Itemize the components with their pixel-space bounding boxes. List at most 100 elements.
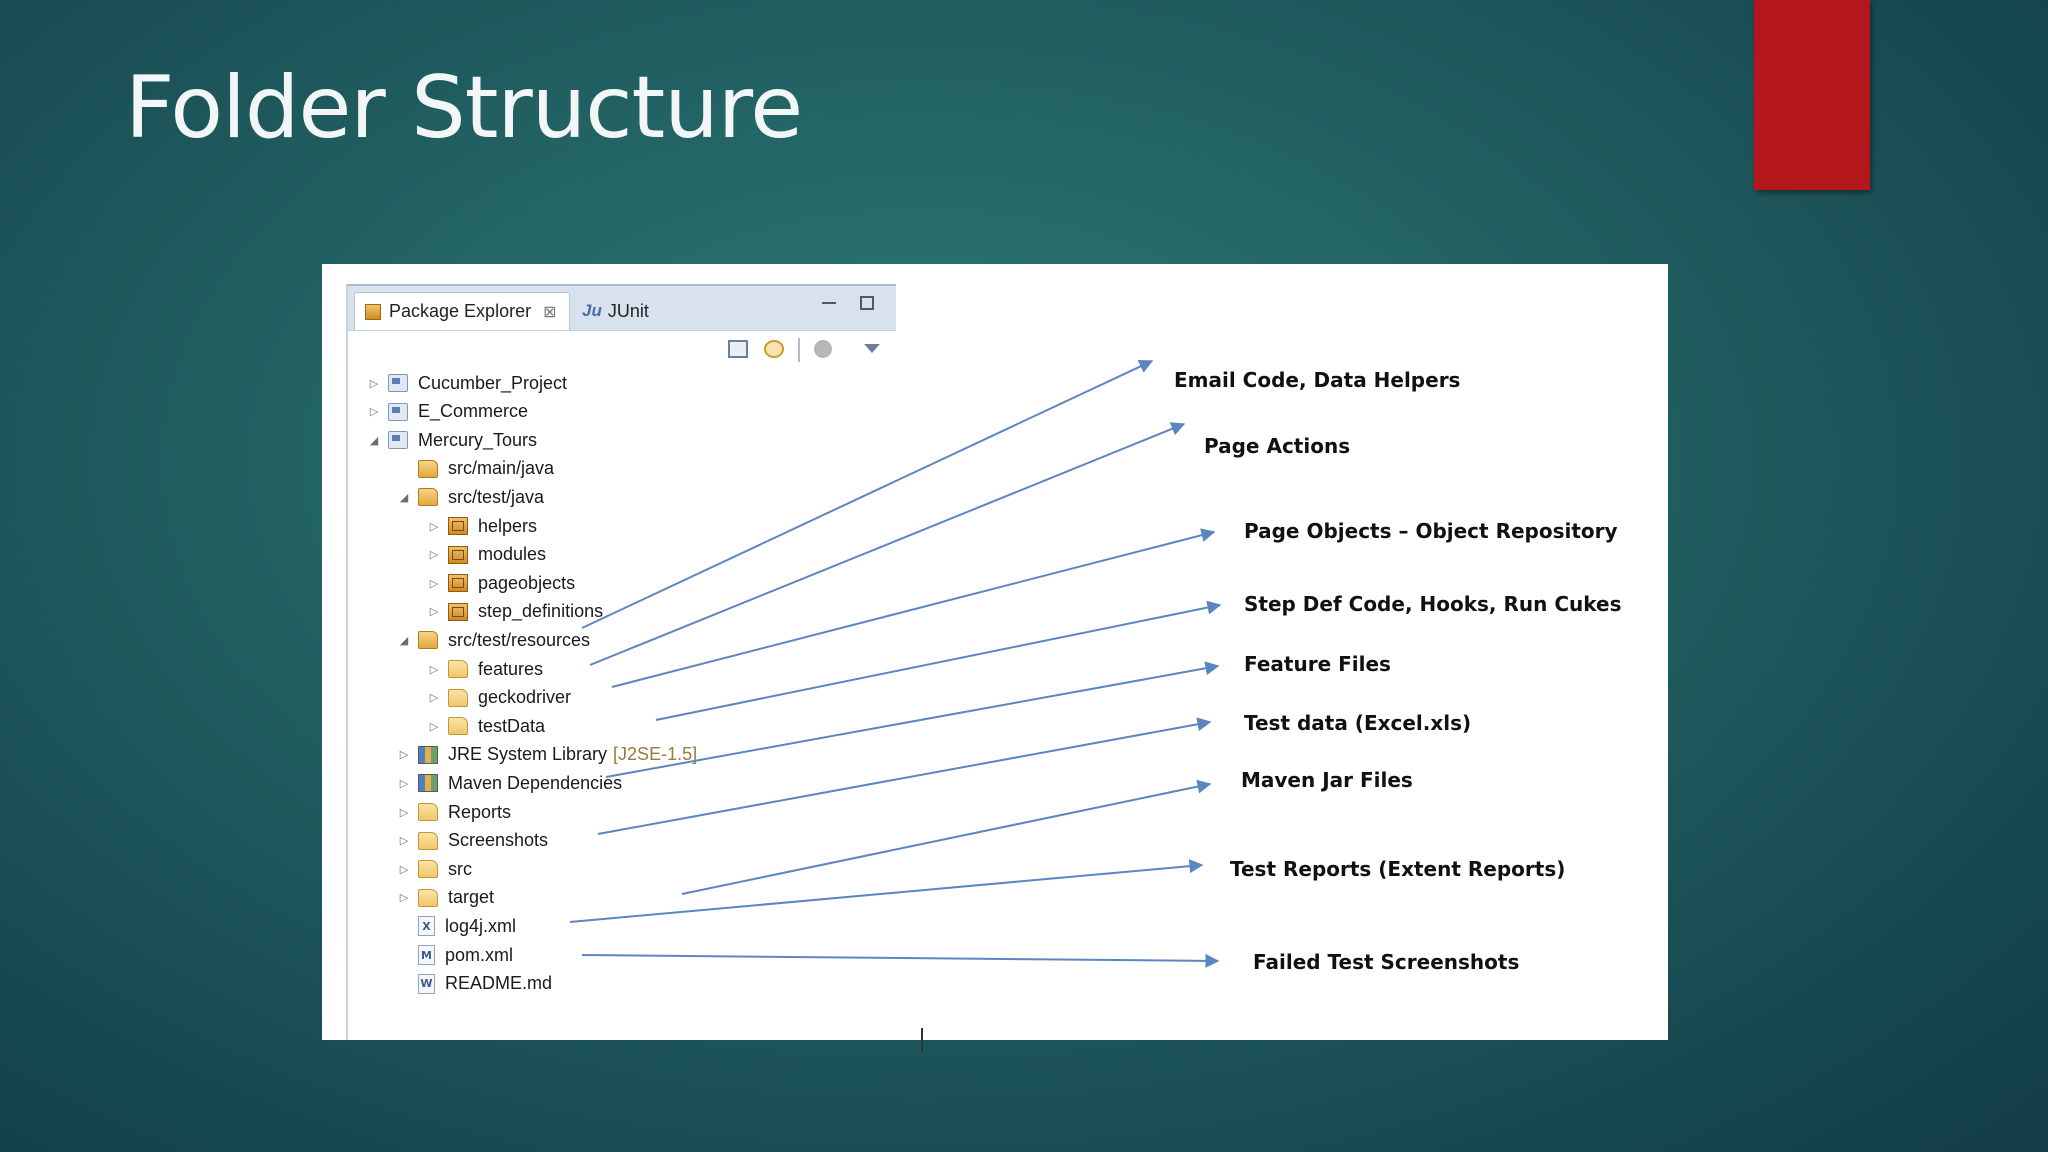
tree-item[interactable]: ▷Screenshots	[396, 827, 548, 855]
annotation-arrow	[569, 859, 1204, 923]
annotation-label: Feature Files	[1244, 652, 1391, 676]
source-folder-icon	[418, 631, 438, 650]
tree-item[interactable]: ▷ Reports	[396, 798, 511, 826]
tree-item-label: Cucumber_Project	[418, 372, 568, 393]
expand-arrow-icon[interactable]: ▷	[399, 806, 409, 819]
maven-file-icon: M	[418, 945, 435, 965]
annotation-label: Page Objects – Object Repository	[1244, 519, 1618, 543]
tree-item[interactable]: ◢src/test/java	[396, 483, 544, 511]
expand-arrow-icon[interactable]: ▷	[429, 577, 439, 590]
tree-item[interactable]: ▷ src	[396, 855, 472, 883]
tree-item[interactable]: ▷ JRE System Library[J2SE-1.5]	[396, 741, 697, 769]
tab-package-explorer[interactable]: Package Explorer ⊠	[354, 292, 570, 330]
library-icon	[418, 745, 438, 764]
source-folder-icon	[418, 488, 438, 507]
collapse-arrow-icon[interactable]: ◢	[399, 634, 409, 647]
tree-item[interactable]: ▷ target	[396, 884, 494, 912]
collapse-arrow-icon[interactable]: ◢	[399, 491, 409, 504]
annotation-label: Failed Test Screenshots	[1253, 950, 1520, 974]
package-icon	[448, 517, 468, 535]
expand-arrow-icon[interactable]: ▷	[369, 406, 379, 419]
folder-icon	[448, 688, 468, 707]
tree-item-label: testData	[478, 715, 546, 736]
close-icon[interactable]: ⊠	[543, 303, 557, 321]
tree-item[interactable]: ◢ Mercury_Tours	[366, 426, 537, 454]
folder-icon	[418, 803, 438, 821]
tree-item-label: README.md	[445, 973, 553, 994]
tree-item-label: pom.xml	[445, 944, 514, 965]
link-with-editor-icon[interactable]	[764, 340, 784, 358]
annotation-arrow	[605, 661, 1220, 778]
tree-item[interactable]: ▷ testData	[426, 712, 545, 740]
expand-arrow-icon[interactable]: ▷	[399, 835, 409, 848]
tree-item-label: src	[448, 858, 472, 879]
tree-item[interactable]: ▷ modules	[426, 541, 546, 569]
expand-arrow-icon[interactable]: ▷	[429, 720, 439, 733]
folder-icon	[418, 888, 438, 907]
annotation-label: Maven Jar Files	[1241, 768, 1413, 792]
expand-arrow-icon[interactable]: ▷	[429, 520, 439, 533]
tree-item[interactable]: ◢src/test/resources	[396, 626, 590, 654]
annotation-label: Test Reports (Extent Reports)	[1230, 857, 1566, 881]
junit-icon: Ju	[582, 301, 602, 320]
minimize-button[interactable]	[822, 296, 836, 304]
collapse-all-icon[interactable]	[728, 340, 748, 358]
tree-item-label: Mercury_Tours	[418, 429, 538, 450]
view-menu-icon[interactable]	[864, 344, 880, 353]
tree-item[interactable]: ▷helpers	[426, 512, 537, 540]
tree-item-label: E_Commerce	[418, 401, 529, 422]
maximize-button[interactable]	[860, 296, 874, 310]
tree-item-label: Reports	[448, 801, 512, 822]
project-icon	[388, 374, 408, 392]
annotation-arrow	[611, 528, 1216, 688]
tab-junit[interactable]: Ju JUnit	[582, 292, 672, 330]
tree-item-label: target	[448, 887, 495, 908]
expand-arrow-icon[interactable]: ▷	[399, 892, 409, 905]
folder-icon	[418, 831, 438, 850]
annotation-label: Test data (Excel.xls)	[1244, 711, 1472, 735]
tree-item[interactable]: src/main/java	[396, 455, 554, 483]
folder-icon	[448, 717, 468, 736]
tree-item-suffix: [J2SE-1.5]	[613, 744, 698, 765]
expand-arrow-icon[interactable]: ▷	[429, 549, 439, 562]
annotation-label: Step Def Code, Hooks, Run Cukes	[1244, 592, 1622, 616]
tree-item[interactable]: ▷ geckodriver	[426, 684, 571, 712]
tree-item[interactable]: ▷ pageobjects	[426, 569, 575, 597]
tree-item-label: log4j.xml	[445, 915, 517, 936]
package-icon	[448, 545, 468, 564]
slide-title: Folder Structure	[125, 58, 803, 158]
expand-arrow-icon[interactable]: ▷	[399, 863, 409, 876]
filter-icon[interactable]	[814, 340, 832, 358]
expand-arrow-icon[interactable]: ▷	[369, 377, 379, 390]
collapse-arrow-icon[interactable]: ◢	[369, 434, 379, 447]
tree-item-label: step_definitions	[478, 601, 604, 622]
expand-arrow-icon[interactable]: ▷	[429, 692, 439, 705]
tree-item-label: pageobjects	[478, 572, 576, 593]
screenshot-panel: Package Explorer ⊠ Ju JUnit ▷ Cucumber_Pr…	[322, 264, 1668, 1052]
project-icon	[388, 431, 408, 450]
tree-item-label: modules	[478, 544, 547, 565]
expand-arrow-icon[interactable]: ▷	[429, 606, 439, 619]
tree-item[interactable]: ▷ step_definitions	[426, 598, 603, 626]
tree-item[interactable]: ▷Maven Dependencies	[396, 769, 622, 797]
expand-arrow-icon[interactable]: ▷	[399, 777, 409, 790]
expand-arrow-icon[interactable]: ▷	[429, 663, 439, 676]
folder-icon	[418, 860, 438, 879]
tree-item-label: geckodriver	[478, 687, 572, 708]
annotation-arrow	[655, 600, 1222, 721]
text-cursor	[921, 1028, 923, 1052]
xml-file-icon: X	[418, 916, 435, 937]
package-icon	[448, 602, 468, 621]
package-icon	[448, 574, 468, 593]
expand-arrow-icon[interactable]: ▷	[399, 749, 409, 762]
annotation-arrow	[681, 779, 1212, 895]
tree-item[interactable]: ▷features	[426, 655, 543, 683]
tree-item[interactable]: ▷ E_Commerce	[366, 398, 528, 426]
view-tab-bar: Package Explorer ⊠ Ju JUnit	[348, 284, 896, 331]
tab-label: JUnit	[607, 300, 649, 321]
tree-item[interactable]: ▷ Cucumber_Project	[366, 369, 567, 397]
tree-item-label: JRE System Library	[448, 744, 608, 765]
